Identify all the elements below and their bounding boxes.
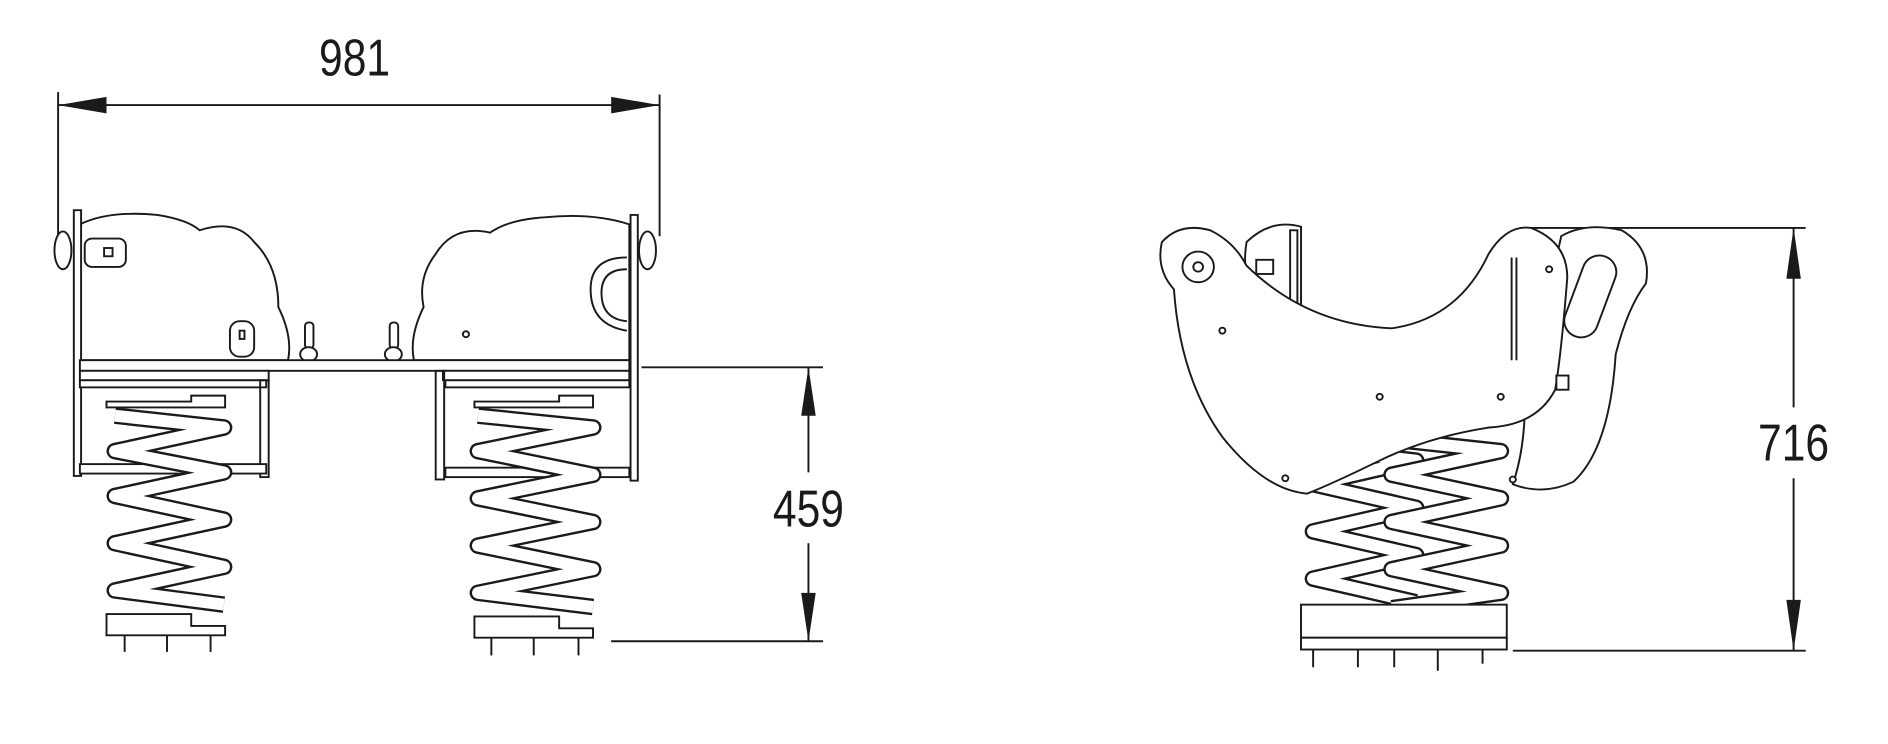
dimension-width-label: 981 xyxy=(319,30,390,88)
dimension-seat-height-label: 459 xyxy=(773,481,844,539)
dimension-width: 981 xyxy=(57,30,661,237)
dimension-seat-height: 459 xyxy=(611,366,844,643)
dimension-total-height-label: 716 xyxy=(1758,415,1829,473)
dimension-total-height: 716 xyxy=(1512,226,1829,652)
spring-right xyxy=(469,394,602,656)
front-view xyxy=(53,209,657,656)
spring-left xyxy=(105,394,233,652)
spring-side xyxy=(1300,431,1510,671)
side-view xyxy=(1159,223,1648,671)
